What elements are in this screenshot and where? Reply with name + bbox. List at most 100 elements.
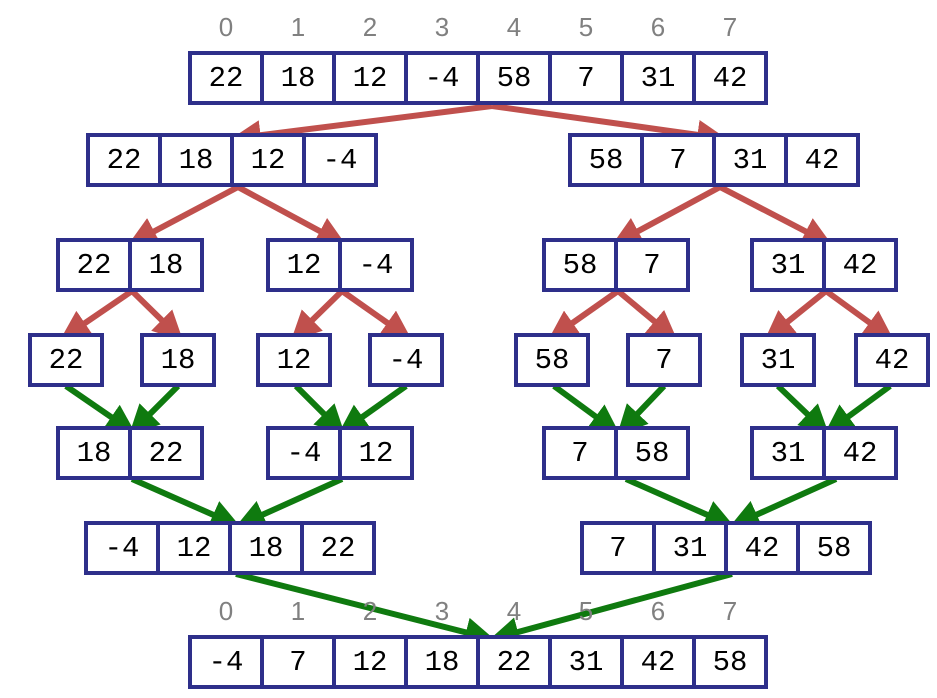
array-cell: 58 xyxy=(796,521,872,575)
array-cell: 7 xyxy=(640,133,716,187)
array-cell: -4 xyxy=(266,426,342,480)
merged-pair: -4 12 xyxy=(266,426,414,480)
array-cell: 18 xyxy=(140,333,216,387)
array-cell: 12 xyxy=(256,333,332,387)
merge-arrow xyxy=(624,476,735,529)
array-cell: 22 xyxy=(28,333,104,387)
array-cell: 12 xyxy=(156,521,232,575)
index-row-top: 0 1 2 3 4 5 6 7 xyxy=(190,12,766,43)
array-cell: 42 xyxy=(692,51,768,105)
merge-arrow xyxy=(293,383,346,436)
split-arrow xyxy=(548,288,620,341)
array-cell: 7 xyxy=(580,521,656,575)
index-label: 3 xyxy=(434,596,450,626)
array-cell: 31 xyxy=(750,426,826,480)
array-cell: 12 xyxy=(266,238,342,292)
array-cell: 12 xyxy=(332,635,408,689)
index-label: 2 xyxy=(362,12,378,42)
array-cell: 31 xyxy=(548,635,624,689)
array-cell: 42 xyxy=(822,238,898,292)
array-cell: 42 xyxy=(822,426,898,480)
array-cell: 18 xyxy=(158,133,234,187)
array-cell: 31 xyxy=(750,238,826,292)
merge-arrow xyxy=(552,383,620,435)
array-cell: 42 xyxy=(724,521,800,575)
array-cell: 22 xyxy=(86,133,162,187)
array-cell: -4 xyxy=(188,635,264,689)
index-label: 7 xyxy=(722,12,738,42)
split-arrow xyxy=(236,184,347,246)
merge-arrow xyxy=(824,383,892,435)
array-cell: 58 xyxy=(542,238,618,292)
split-arrow xyxy=(718,184,833,246)
index-label: 7 xyxy=(722,596,738,626)
index-label: 6 xyxy=(650,12,666,42)
array-cell: 42 xyxy=(784,133,860,187)
index-label: 4 xyxy=(506,12,522,42)
array-cell: 7 xyxy=(260,635,336,689)
index-label: 2 xyxy=(362,596,378,626)
array-cell: 58 xyxy=(614,426,690,480)
merged-pair: 31 42 xyxy=(750,426,898,480)
array-cell: 12 xyxy=(338,426,414,480)
array-cell: 31 xyxy=(740,333,816,387)
split-quarter: 58 7 xyxy=(542,238,690,292)
split-arrow xyxy=(60,288,134,341)
array-cell: 18 xyxy=(228,521,304,575)
split-arrow xyxy=(611,184,722,246)
array-cell: 7 xyxy=(542,426,618,480)
array-cell: 58 xyxy=(476,51,552,105)
single-element: 42 xyxy=(854,333,930,387)
single-element: 18 xyxy=(140,333,216,387)
split-arrow xyxy=(764,288,828,341)
array-cell: 18 xyxy=(56,426,132,480)
array-cell: 18 xyxy=(260,51,336,105)
array-cell: 12 xyxy=(332,51,408,105)
index-label: 4 xyxy=(506,596,522,626)
array-cell: 7 xyxy=(548,51,624,105)
split-arrow xyxy=(616,288,678,341)
array-cell: 22 xyxy=(300,521,376,575)
array-cell: 22 xyxy=(188,51,264,105)
split-arrow xyxy=(127,184,240,246)
merged-half-right: 7 31 42 58 xyxy=(580,521,872,575)
index-label: 1 xyxy=(290,596,306,626)
merge-arrow xyxy=(729,476,838,529)
merged-half-left: -4 12 18 22 xyxy=(84,521,376,575)
single-element: 7 xyxy=(626,333,702,387)
array-cell: -4 xyxy=(368,333,444,387)
split-quarter: 12 -4 xyxy=(266,238,414,292)
merge-arrow xyxy=(130,476,241,529)
array-cell: 7 xyxy=(614,238,690,292)
array-cell: 31 xyxy=(620,51,696,105)
index-label: 5 xyxy=(578,12,594,42)
index-label: 3 xyxy=(434,12,450,42)
index-label: 0 xyxy=(218,596,234,626)
array-cell: -4 xyxy=(338,238,414,292)
merged-pair: 18 22 xyxy=(56,426,204,480)
array-cell: 58 xyxy=(568,133,644,187)
array-cell: 31 xyxy=(652,521,728,575)
output-array: -4 7 12 18 22 31 42 58 xyxy=(188,635,768,689)
split-arrow xyxy=(290,288,345,342)
array-cell: 42 xyxy=(620,635,696,689)
array-cell: 22 xyxy=(128,426,204,480)
single-element: 22 xyxy=(28,333,104,387)
split-quarter: 31 42 xyxy=(750,238,898,292)
index-label: 6 xyxy=(650,596,666,626)
merge-arrow xyxy=(235,476,344,529)
merge-arrow xyxy=(775,383,830,435)
input-array: 22 18 12 -4 58 7 31 42 xyxy=(188,51,768,105)
split-half-right: 58 7 31 42 xyxy=(568,133,860,187)
index-label: 0 xyxy=(218,12,234,42)
array-cell: 58 xyxy=(514,333,590,387)
array-cell: 7 xyxy=(626,333,702,387)
array-cell: -4 xyxy=(404,51,480,105)
array-cell: 18 xyxy=(404,635,480,689)
single-element: -4 xyxy=(368,333,444,387)
array-cell: 22 xyxy=(476,635,552,689)
array-cell: 31 xyxy=(712,133,788,187)
merged-pair: 7 58 xyxy=(542,426,690,480)
split-arrow xyxy=(340,288,412,341)
single-element: 31 xyxy=(740,333,816,387)
